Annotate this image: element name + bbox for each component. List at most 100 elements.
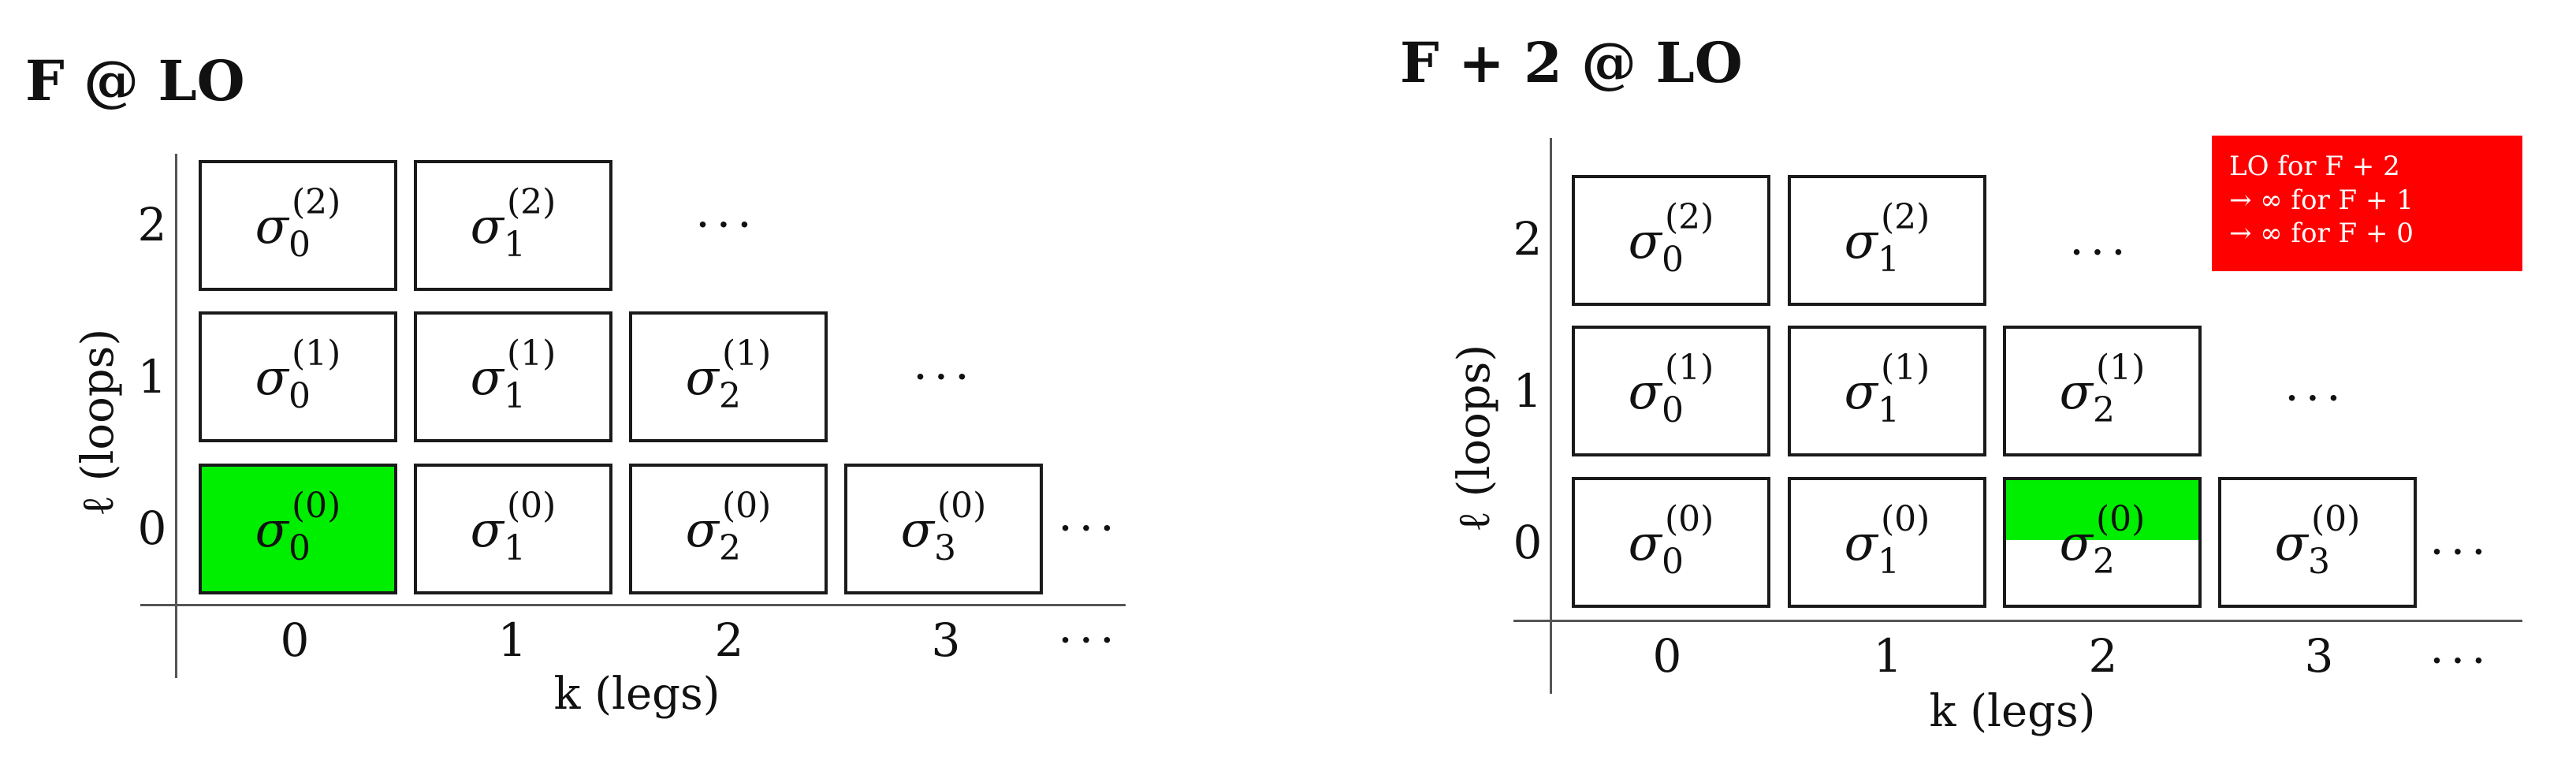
panel-title: F + 2 @ LO [1400,30,1743,95]
sigma-superscript: (2) [507,181,557,222]
sigma-subscript: 2 [2093,541,2115,582]
sigma-symbol: σ [470,196,504,255]
y-tick-1: 1 [137,350,167,404]
sigma-subscript: 2 [719,375,741,416]
cell-highlight [202,467,394,591]
sigma-superscript: (1) [1881,347,1930,388]
sigma-symbol: σ [685,348,719,406]
sigma-superscript: (0) [937,485,987,526]
sigma-subscript: 0 [288,527,311,568]
sigma-symbol: σ [255,348,288,406]
sigma-subscript: 0 [1662,389,1684,430]
sigma-superscript: (0) [292,485,341,526]
sigma-subscript: 1 [1878,541,1900,582]
ellipsis-row1: ··· [913,350,976,404]
sigma-subscript: 0 [1662,239,1684,280]
x-tick-3: 3 [931,613,961,667]
sigma-symbol: σ [470,500,504,558]
sigma-subscript: 3 [2308,541,2330,582]
sigma-superscript: (0) [2096,498,2146,539]
ellipsis-row0: ··· [2429,525,2492,579]
sigma-subscript: 1 [1878,239,1900,280]
sigma-superscript: (0) [507,485,557,526]
sigma-symbol: σ [470,348,504,406]
ellipsis-row0: ··· [1058,501,1121,555]
sigma-subscript: 2 [719,527,741,568]
y-tick-2: 2 [137,198,167,251]
sigma-symbol: σ [1628,362,1662,420]
sigma-superscript: (0) [722,485,772,526]
sigma-superscript: (2) [292,181,341,222]
x-axis-label: k (legs) [1929,686,2096,737]
ellipsis-row2: ··· [2069,225,2132,279]
x-tick-0: 0 [1652,629,1682,683]
sigma-symbol: σ [685,500,719,558]
sigma-superscript: (0) [1665,498,1714,539]
sigma-symbol: σ [2059,362,2093,420]
y-axis-label: ℓ (loops) [73,328,124,516]
x-tick-3: 3 [2304,629,2334,683]
x-axis-label: k (legs) [553,669,720,720]
sigma-symbol: σ [1844,362,1878,420]
sigma-superscript: (1) [2096,347,2146,388]
sigma-subscript: 2 [2093,389,2115,430]
y-axis-line [1550,138,1552,694]
lo-legend-box: LO for F + 2 → ∞ for F + 1 → ∞ for F + 0 [2212,136,2522,271]
x-axis-line [1513,620,2522,622]
sigma-subscript: 0 [288,224,311,265]
cell-highlight [2006,480,2198,540]
y-tick-2: 2 [1513,212,1543,266]
sigma-subscript: 1 [504,375,526,416]
sigma-subscript: 1 [504,527,526,568]
sigma-superscript: (1) [292,333,341,374]
sigma-subscript: 1 [504,224,526,265]
sigma-symbol: σ [1628,513,1662,572]
sigma-subscript: 0 [1662,541,1684,582]
y-tick-0: 0 [1513,516,1543,569]
x-tick-0: 0 [280,613,310,667]
y-axis-line [175,154,177,678]
sigma-symbol: σ [2059,513,2093,572]
legend-line-3: → ∞ for F + 0 [2229,218,2414,249]
ellipsis-row2: ··· [695,198,758,251]
sigma-superscript: (2) [1665,196,1714,237]
legend-line-2: → ∞ for F + 1 [2229,184,2414,216]
y-axis-label: ℓ (loops) [1449,344,1500,532]
sigma-superscript: (0) [1881,498,1930,539]
sigma-superscript: (1) [1665,347,1714,388]
sigma-symbol: σ [255,500,288,558]
x-axis-line [140,604,1126,606]
sigma-subscript: 3 [934,527,956,568]
sigma-subscript: 1 [1878,389,1900,430]
sigma-symbol: σ [255,196,288,255]
sigma-superscript: (1) [507,333,557,374]
sigma-subscript: 0 [288,375,311,416]
y-tick-1: 1 [1513,364,1543,418]
